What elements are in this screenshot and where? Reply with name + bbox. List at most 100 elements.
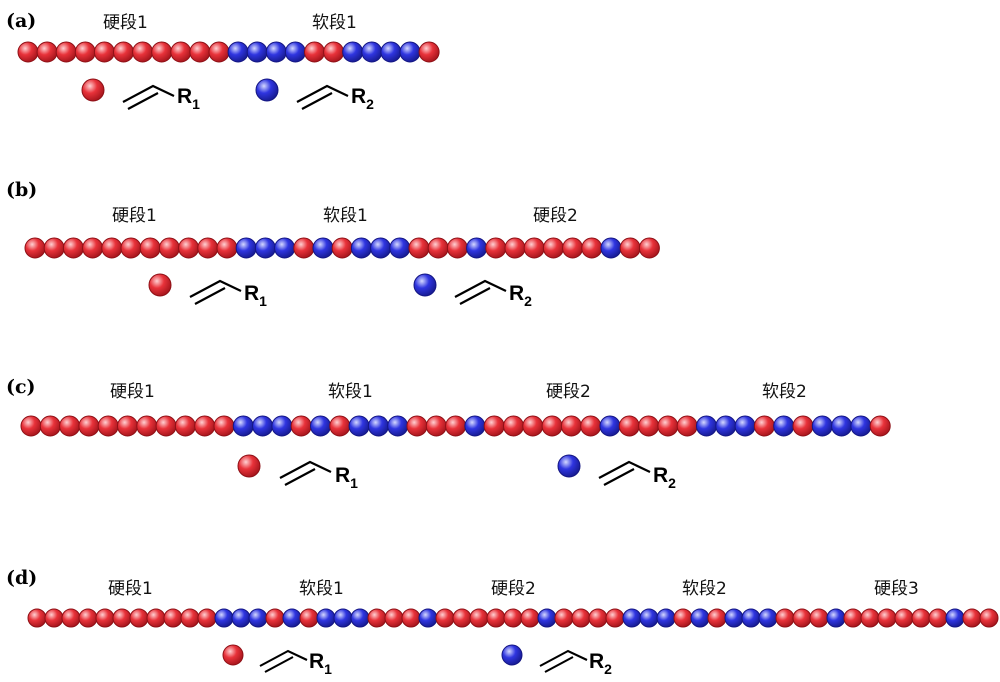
red-bead	[676, 415, 698, 437]
red-bead	[562, 237, 584, 259]
blue-bead	[387, 415, 409, 437]
red-bead	[483, 415, 505, 437]
red-bead	[618, 415, 640, 437]
blue-bead	[696, 415, 717, 437]
segment-label: 硬段1	[112, 206, 157, 226]
red-bead	[93, 41, 115, 63]
panel-label: (d)	[6, 567, 37, 589]
red-bead	[55, 41, 77, 63]
segment-label: 软段1	[299, 579, 344, 599]
red-bead	[97, 415, 119, 437]
vinyl-icon	[279, 460, 332, 486]
blue-bead	[370, 237, 392, 259]
panel-c: (c) 硬段1 软段1 硬段2 软段2 R1 R2	[6, 376, 891, 491]
panel-b: (b) 硬段1 软段1 硬段2 R1 R2	[6, 179, 660, 309]
r2-label: R2	[351, 85, 374, 112]
blue-bead	[537, 608, 557, 628]
r1-label: R1	[335, 464, 358, 491]
red-bead	[877, 608, 897, 628]
red-bead	[542, 237, 564, 259]
red-bead	[638, 237, 660, 259]
red-bead	[146, 608, 166, 628]
blue-bead	[599, 415, 621, 437]
blue-bead	[758, 608, 778, 628]
blue-bead	[246, 41, 268, 63]
blue-bead	[312, 237, 334, 259]
blue-bead	[690, 608, 710, 628]
red-bead	[554, 608, 574, 628]
red-bead	[638, 415, 660, 437]
blue-bead	[831, 415, 853, 437]
red-bead	[178, 237, 200, 259]
red-bead	[24, 237, 46, 259]
blue-bead	[252, 415, 274, 437]
blue-bead-icon	[557, 454, 581, 478]
blue-bead	[350, 237, 372, 259]
polymer-chain	[17, 41, 440, 63]
red-bead	[580, 415, 602, 437]
red-bead	[36, 41, 58, 63]
blue-bead	[399, 41, 421, 63]
blue-bead	[232, 415, 254, 437]
red-bead	[216, 237, 238, 259]
segment-label: 硬段2	[533, 206, 578, 226]
red-bead	[61, 608, 81, 628]
blue-bead	[265, 41, 287, 63]
red-bead	[174, 415, 196, 437]
red-bead	[129, 608, 149, 628]
r2-label: R2	[589, 650, 612, 677]
red-bead	[485, 237, 507, 259]
red-bead	[139, 237, 161, 259]
red-bead	[588, 608, 608, 628]
red-bead	[17, 41, 39, 63]
blue-bead	[724, 608, 744, 628]
segment-label: 硬段1	[108, 579, 153, 599]
red-bead	[299, 608, 319, 628]
red-bead	[290, 415, 312, 437]
blue-bead	[271, 415, 293, 437]
blue-bead	[235, 237, 257, 259]
segment-label: 软段2	[762, 382, 807, 402]
red-bead	[194, 415, 216, 437]
red-bead	[323, 41, 345, 63]
r1-label: R1	[309, 650, 332, 677]
red-bead	[163, 608, 183, 628]
legend-monomer-2: R2	[501, 644, 612, 677]
vinyl-icon	[259, 649, 308, 673]
red-bead	[329, 415, 351, 437]
red-bead	[541, 415, 563, 437]
red-bead	[503, 608, 523, 628]
red-bead	[113, 41, 134, 63]
segment-label: 软段2	[682, 579, 727, 599]
panel-a: (a) 硬段1 软段1 R1 R2	[6, 10, 440, 112]
red-bead-icon	[237, 454, 261, 478]
segment-label: 硬段2	[491, 579, 536, 599]
red-bead	[401, 608, 421, 628]
r2-label: R2	[509, 282, 532, 309]
red-bead	[894, 608, 914, 628]
blue-bead	[310, 415, 331, 437]
legend-monomer-1: R1	[222, 644, 332, 677]
red-bead	[304, 41, 325, 63]
red-bead	[132, 41, 154, 63]
red-bead	[43, 237, 65, 259]
legend-monomer-1: R1	[81, 78, 200, 112]
red-bead	[208, 41, 230, 63]
red-bead	[657, 415, 679, 437]
blue-bead	[639, 608, 659, 628]
red-bead	[571, 608, 591, 628]
red-bead	[213, 415, 235, 437]
blue-bead	[600, 237, 622, 259]
blue-bead	[361, 41, 383, 63]
vinyl-icon	[296, 84, 349, 110]
red-bead	[753, 415, 775, 437]
red-bead	[78, 608, 98, 628]
red-bead	[406, 415, 428, 437]
red-bead	[962, 608, 982, 628]
red-bead	[74, 41, 96, 63]
red-bead	[408, 237, 430, 259]
red-bead	[151, 41, 173, 63]
red-bead	[39, 415, 61, 437]
red-bead	[78, 415, 100, 437]
vinyl-icon	[189, 279, 242, 305]
